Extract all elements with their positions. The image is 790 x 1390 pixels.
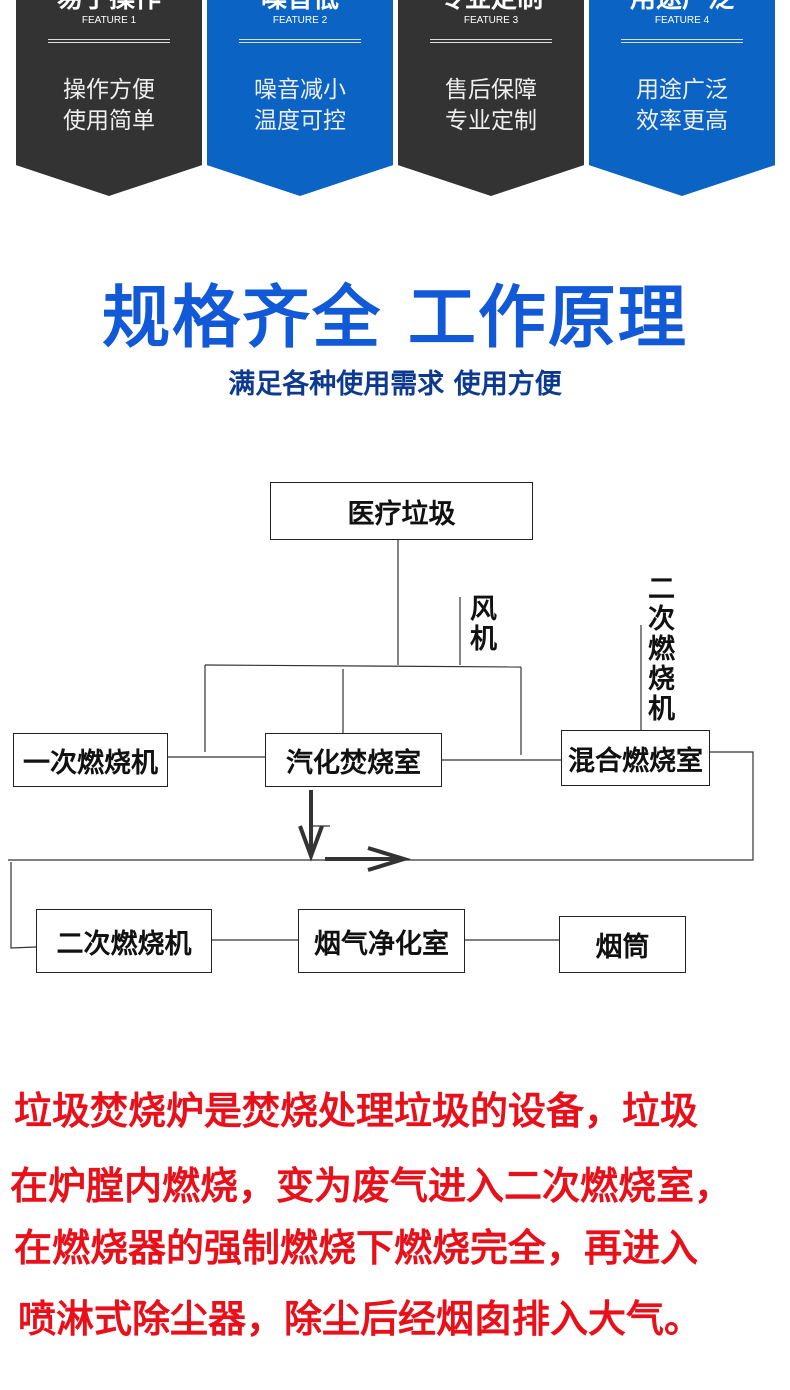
- node-chimney: 烟筒: [559, 916, 686, 973]
- description-line: 在燃烧器的强制燃烧下燃烧完全，再进入: [14, 1226, 699, 1270]
- node-gasification-chamber: 汽化焚烧室: [265, 733, 442, 787]
- node-flue-gas-cleaning: 烟气净化室: [298, 909, 465, 973]
- feature-line: 售后保障: [445, 77, 537, 103]
- feature-card-1: 易于操作 FEATURE 1 操作方便 使用简单: [16, 0, 202, 196]
- feature-label: FEATURE 4: [654, 15, 710, 26]
- divider: [621, 39, 743, 43]
- section-title: 规格齐全 工作原理: [102, 279, 688, 358]
- feature-line: 效率更高: [636, 108, 728, 134]
- node-secondary-burner: 二次燃烧机: [36, 909, 212, 973]
- divider: [239, 39, 361, 43]
- feature-card-4: 用途广泛 FEATURE 4 用途广泛 效率更高: [589, 0, 775, 196]
- label-fan: 风机: [470, 594, 497, 655]
- feature-card-2: 噪音低 FEATURE 2 噪音减小 温度可控: [207, 0, 393, 196]
- section-subtitle: 满足各种使用需求 使用方便: [228, 369, 562, 400]
- feature-title: 专业定制: [398, 0, 584, 15]
- feature-card-3: 专业定制 FEATURE 3 售后保障 专业定制: [398, 0, 584, 196]
- feature-line: 温度可控: [254, 108, 346, 134]
- node-mixing-chamber: 混合燃烧室: [561, 730, 710, 786]
- feature-label: FEATURE 3: [463, 15, 519, 26]
- arrow-right-icon: [325, 846, 411, 872]
- label-secondary-burner: 二次燃烧机: [648, 574, 675, 725]
- feature-line: 操作方便: [63, 77, 155, 103]
- divider: [430, 39, 552, 43]
- feature-line: 噪音减小: [254, 77, 346, 103]
- feature-label: FEATURE 1: [81, 15, 137, 26]
- feature-line: 专业定制: [445, 108, 537, 134]
- flow-lines: [8, 540, 754, 949]
- node-medical-waste: 医疗垃圾: [270, 482, 533, 540]
- feature-label: FEATURE 2: [272, 15, 328, 26]
- arrow-down-icon: [298, 790, 324, 862]
- connector-line: [10, 862, 37, 949]
- feature-title: 噪音低: [207, 0, 393, 15]
- feature-title: 易于操作: [16, 0, 202, 15]
- description-line: 喷淋式除尘器，除尘后经烟囱排入大气。: [18, 1297, 703, 1341]
- connector-line: [204, 664, 522, 668]
- node-primary-burner: 一次燃烧机: [13, 733, 168, 787]
- divider: [48, 39, 170, 43]
- description-line: 垃圾焚烧炉是焚烧处理垃圾的设备，垃圾: [14, 1089, 699, 1133]
- feature-title: 用途广泛: [589, 0, 775, 15]
- feature-line: 用途广泛: [636, 77, 728, 103]
- description-line: 在炉膛内燃烧，变为废气进入二次燃烧室，: [10, 1164, 733, 1208]
- feature-line: 使用简单: [63, 108, 155, 134]
